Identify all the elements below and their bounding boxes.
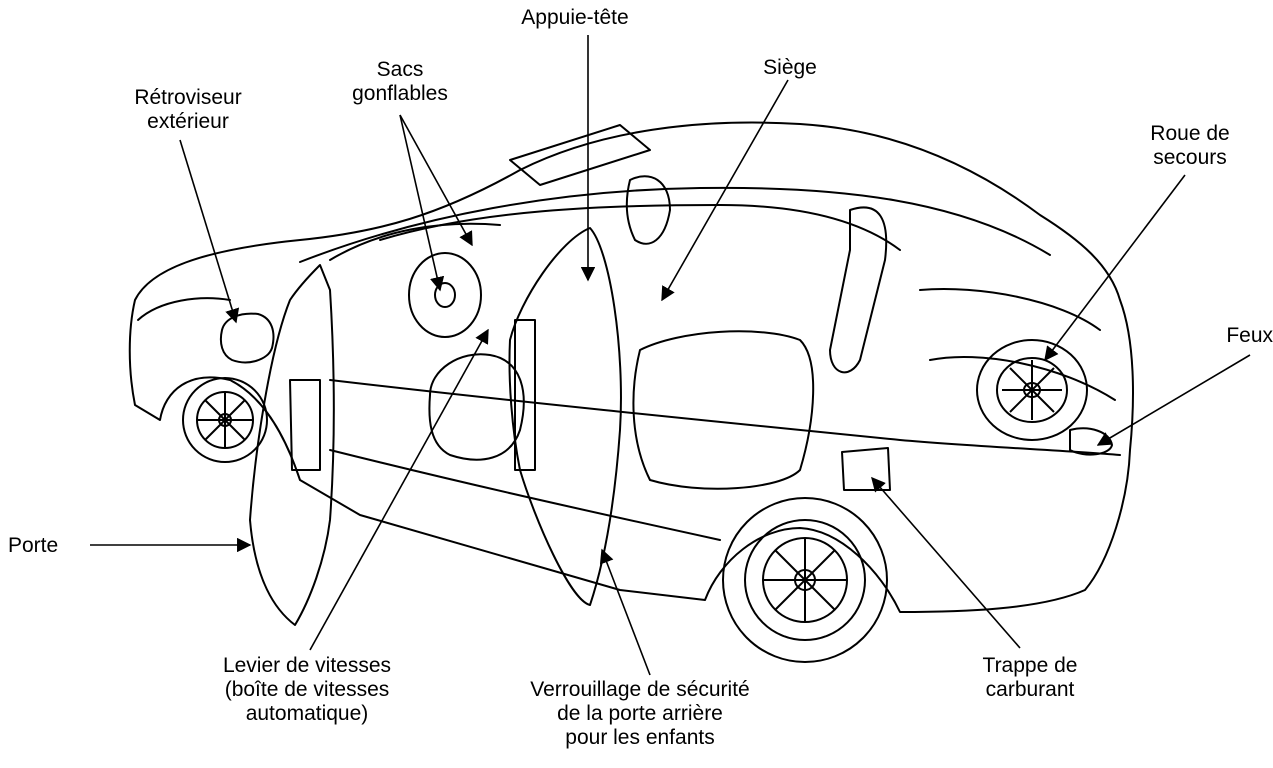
label-siege: Siège — [763, 56, 817, 79]
label-retroviseur: Rétroviseur extérieur — [134, 86, 242, 133]
rear-wheel — [722, 497, 888, 663]
leader-sacs-1 — [399, 114, 445, 292]
label-roue-de-secours: Roue de secours — [1150, 122, 1230, 169]
leader-retroviseur — [179, 139, 240, 324]
label-feux: Feux — [1226, 324, 1273, 347]
leader-levier — [309, 328, 489, 651]
label-verrouillage-securite: Verrouillage de sécurité de la porte arr… — [530, 678, 750, 749]
spare-wheel — [976, 339, 1088, 441]
label-appuie-tete: Appuie-tête — [521, 6, 629, 29]
label-trappe-de-carburant: Trappe de carburant — [982, 654, 1078, 701]
label-sacs-gonflables: Sacs gonflables — [352, 58, 448, 105]
car-body — [128, 121, 1134, 626]
leader-feux — [1096, 354, 1251, 446]
leader-verrouillage — [599, 548, 651, 676]
front-wheel — [182, 377, 268, 463]
leader-sacs-2 — [399, 114, 473, 247]
leader-lines — [90, 35, 1251, 676]
leader-siege — [661, 79, 789, 302]
leader-roue-secours — [1044, 174, 1186, 362]
leader-trappe — [871, 476, 1021, 649]
label-levier-de-vitesses: Levier de vitesses (boîte de vitesses au… — [222, 654, 392, 725]
label-porte: Porte — [8, 534, 59, 557]
